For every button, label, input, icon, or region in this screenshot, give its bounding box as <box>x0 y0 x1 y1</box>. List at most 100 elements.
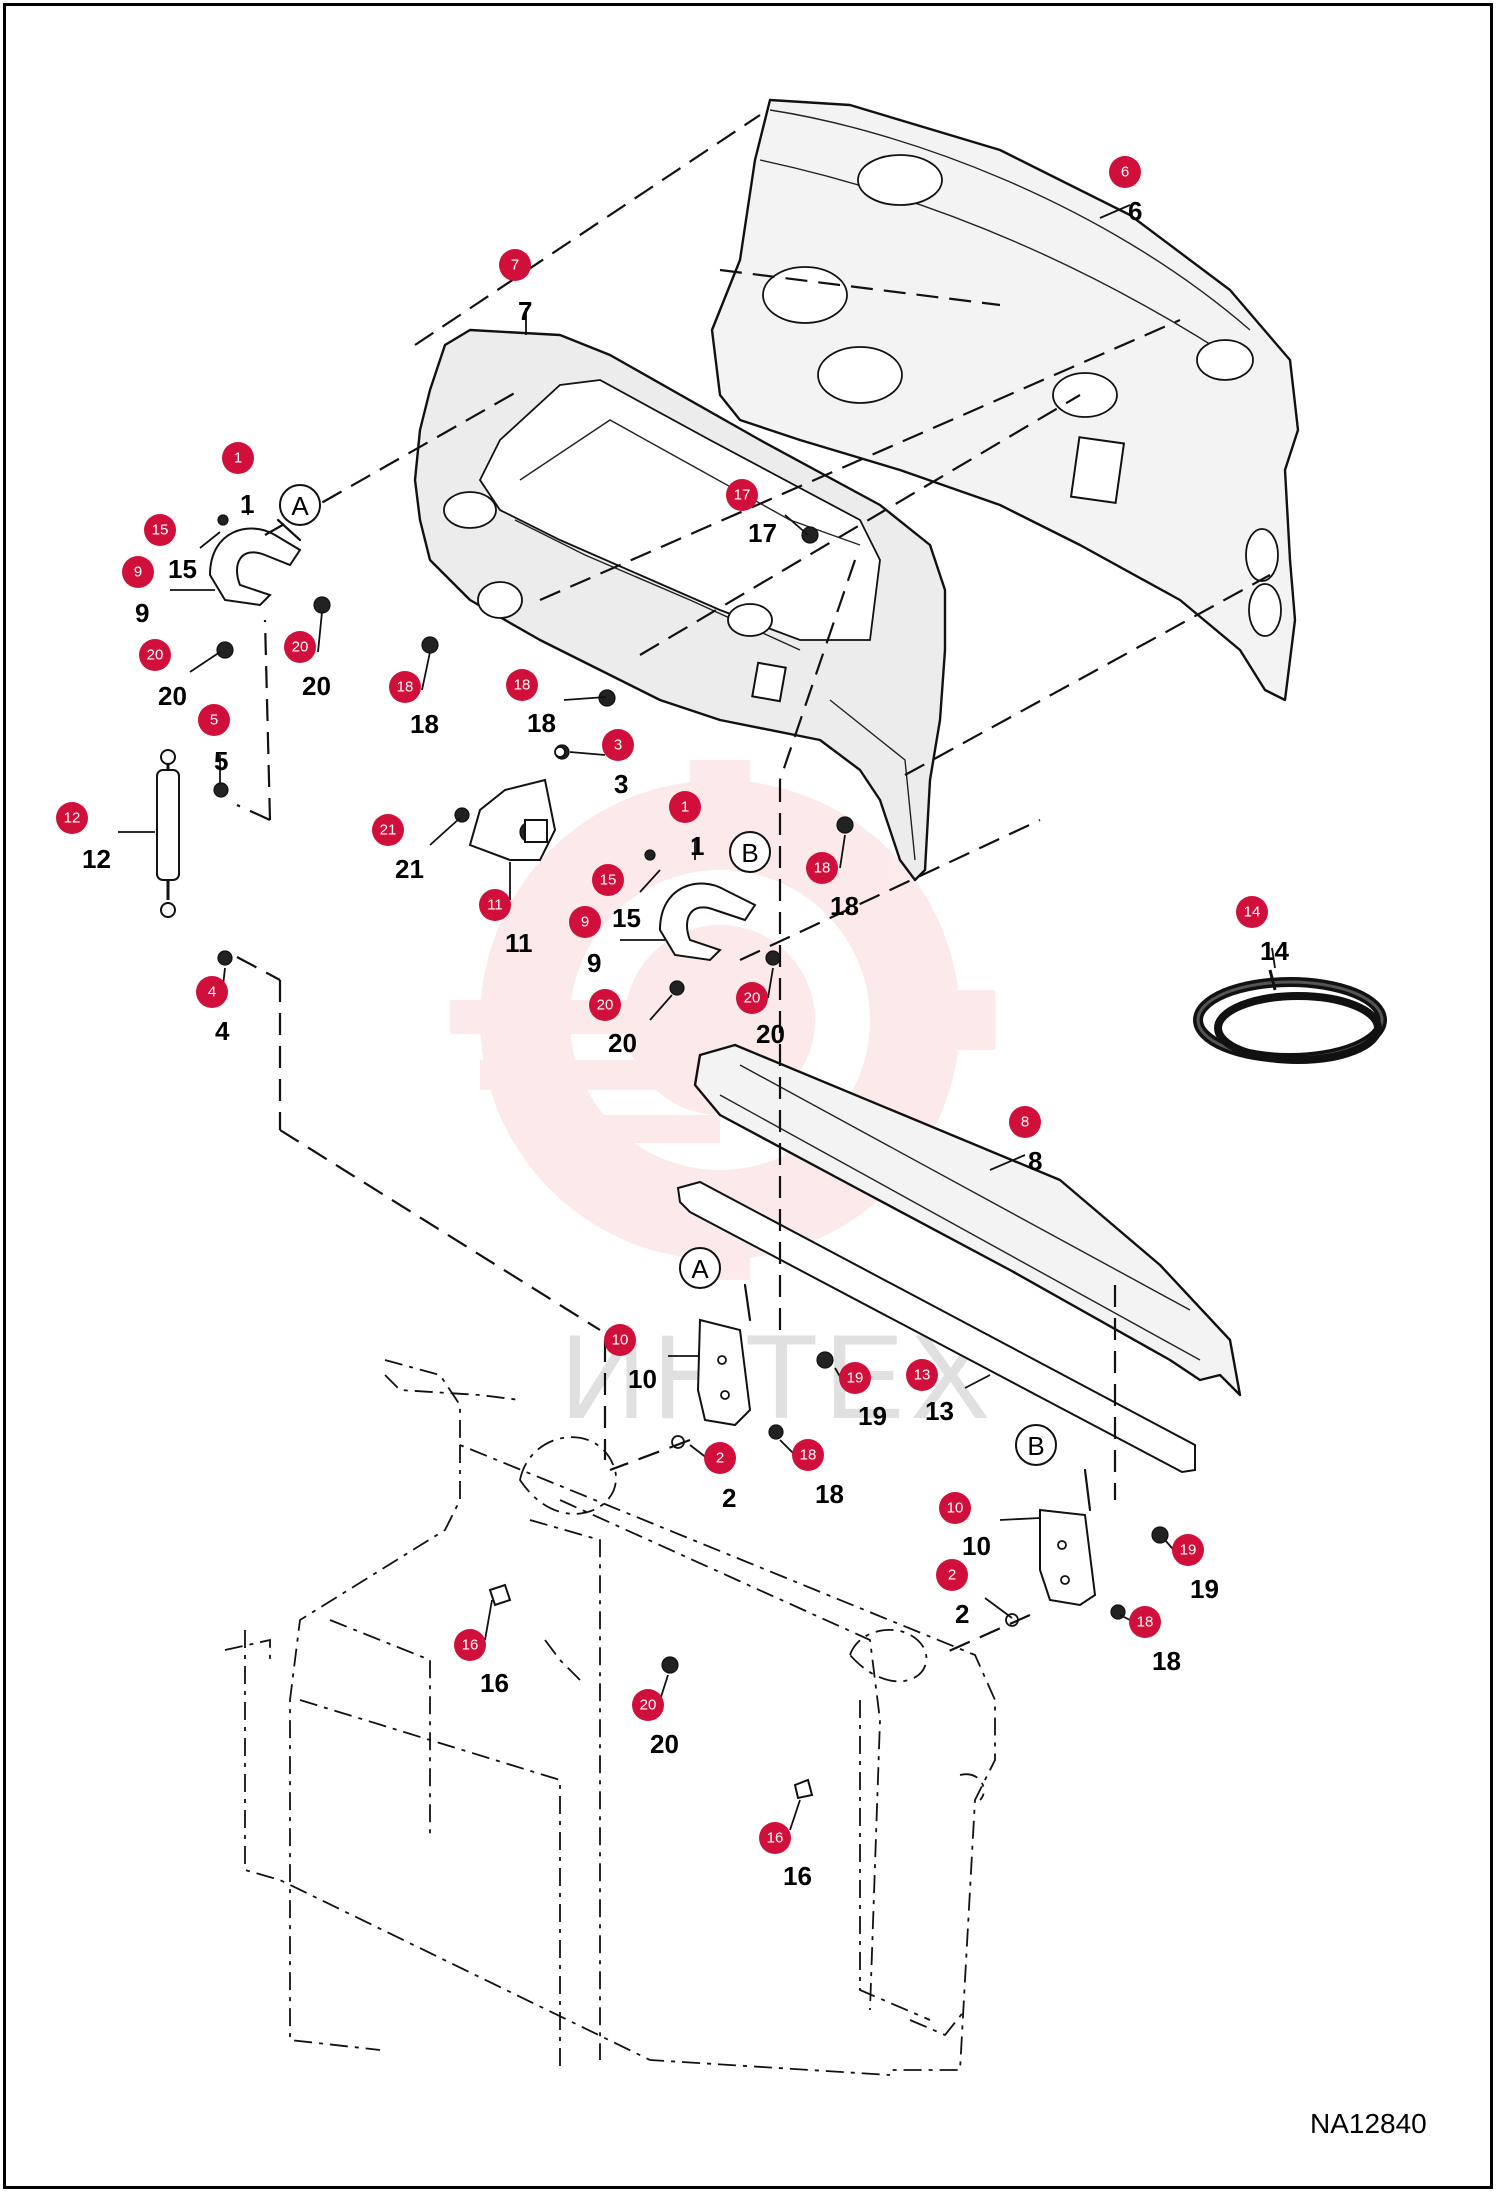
part-number-badge[interactable]: 18 <box>792 1439 824 1471</box>
part-number-badge[interactable]: 10 <box>939 1492 971 1524</box>
callout-leader <box>569 751 606 756</box>
part-number-badge[interactable]: 11 <box>479 889 511 921</box>
part-number-badge[interactable]: 5 <box>198 704 230 736</box>
part-number-label: 18 <box>527 708 556 738</box>
part-number-badge[interactable]: 1 <box>222 442 254 474</box>
badge-circle <box>139 639 171 671</box>
hinge-bracket-a <box>696 1283 752 1427</box>
callout-c8[interactable]: 88 <box>989 1106 1042 1176</box>
part-number-badge[interactable]: 8 <box>1009 1106 1041 1138</box>
callout-c7[interactable]: 77 <box>499 249 532 335</box>
badge-label: 16 <box>462 1637 479 1654</box>
part-number-label: 16 <box>783 1861 812 1891</box>
callout-c3[interactable]: 33 <box>569 729 634 799</box>
badge-label: 9 <box>581 914 589 931</box>
part-number-badge[interactable]: 20 <box>139 639 171 671</box>
badge-label: 15 <box>600 872 617 889</box>
callout-c2b[interactable]: 22 <box>936 1559 1013 1629</box>
callout-c6[interactable]: 66 <box>1099 156 1142 226</box>
part-number-badge[interactable]: 20 <box>589 989 621 1021</box>
part-number-badge[interactable]: 15 <box>144 514 176 546</box>
part-number-badge[interactable]: 2 <box>704 1442 736 1474</box>
part-number-badge[interactable]: 9 <box>122 556 154 588</box>
part-number-badge[interactable]: 20 <box>632 1689 664 1721</box>
callout-c9a[interactable]: 99 <box>122 556 215 628</box>
part-number-badge[interactable]: 19 <box>1172 1534 1204 1566</box>
part-number-badge[interactable]: 18 <box>389 671 421 703</box>
callout-leader <box>767 967 774 999</box>
part-number-label: 19 <box>858 1401 887 1431</box>
part-number-badge[interactable]: 18 <box>806 852 838 884</box>
part-number-badge[interactable]: 3 <box>602 729 634 761</box>
part-number-badge[interactable]: 16 <box>454 1629 486 1661</box>
part-number-badge[interactable]: 17 <box>726 479 758 511</box>
part-number-badge[interactable]: 12 <box>56 802 88 834</box>
badge-circle <box>792 1439 824 1471</box>
callout-c9b[interactable]: 99 <box>569 906 665 978</box>
part-number-badge[interactable]: 19 <box>839 1362 871 1394</box>
top-cover <box>693 1043 1242 1397</box>
callout-leader <box>1099 204 1131 219</box>
callout-c1b[interactable]: 11 <box>669 791 704 861</box>
callout-leader <box>189 651 221 673</box>
part-number-badge[interactable]: 21 <box>372 814 404 846</box>
part-number-badge[interactable]: 13 <box>906 1359 938 1391</box>
badge-circle <box>726 479 758 511</box>
part-number-badge[interactable]: 20 <box>284 631 316 663</box>
svg-text:B: B <box>1027 1431 1044 1461</box>
part-number-badge[interactable]: 10 <box>604 1324 636 1356</box>
callout-c2a[interactable]: 22 <box>689 1442 736 1513</box>
badge-circle <box>144 514 176 546</box>
badge-label: 16 <box>767 1830 784 1847</box>
part-number-badge[interactable]: 7 <box>499 249 531 281</box>
badge-label: 2 <box>948 1567 956 1584</box>
callout-c5[interactable]: 55 <box>198 704 230 785</box>
part-number-badge[interactable]: 14 <box>1236 896 1268 928</box>
part-number-badge[interactable]: 9 <box>569 906 601 938</box>
badge-label: 10 <box>947 1500 964 1517</box>
part-number-label: 7 <box>518 296 532 326</box>
badge-circle <box>196 976 228 1008</box>
part-number-badge[interactable]: 18 <box>506 669 538 701</box>
part-number-badge[interactable]: 18 <box>1129 1606 1161 1638</box>
rear-door-outer-panel <box>710 98 1300 702</box>
part-number-badge[interactable]: 20 <box>736 982 768 1014</box>
callout-c4[interactable]: 44 <box>196 967 230 1046</box>
part-number-badge[interactable]: 15 <box>592 864 624 896</box>
detail-marker-b-lower: B <box>1015 1424 1057 1466</box>
part-number-badge[interactable]: 1 <box>669 791 701 823</box>
callout-c1a[interactable]: 11 <box>222 442 254 519</box>
part-number-badge[interactable]: 6 <box>1109 156 1141 188</box>
part-number-badge[interactable]: 2 <box>936 1559 968 1591</box>
callout-leader <box>984 1597 1013 1619</box>
svg-text:A: A <box>691 1254 709 1284</box>
badge-circle <box>569 906 601 938</box>
part-number-badge[interactable]: 4 <box>196 976 228 1008</box>
part-number-badge[interactable]: 16 <box>759 1822 791 1854</box>
badge-label: 20 <box>292 639 309 656</box>
